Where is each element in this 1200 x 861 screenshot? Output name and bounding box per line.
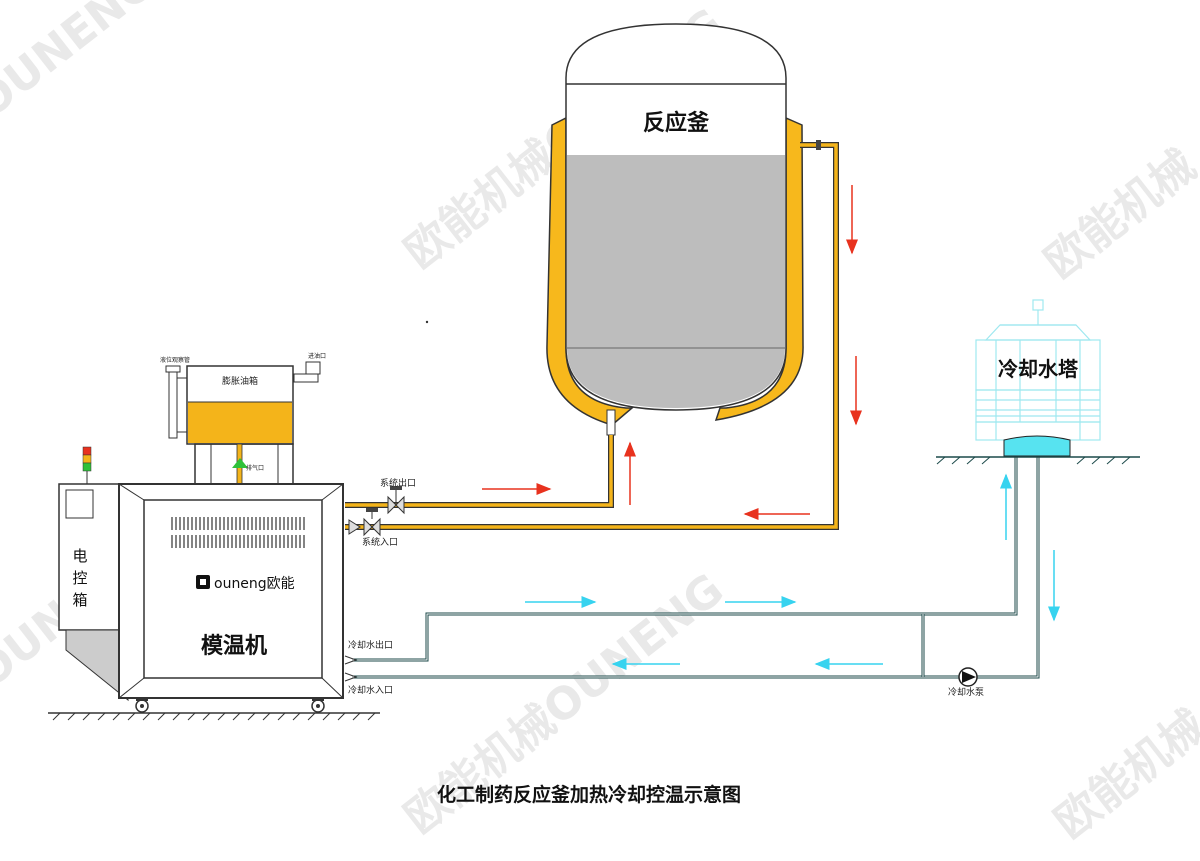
cooling-pump xyxy=(958,667,978,687)
reactor: 反应釜 xyxy=(546,23,804,436)
control-box-label-1: 电 xyxy=(72,547,87,565)
control-box: 电 控 箱 xyxy=(58,446,129,702)
cooling-water-inlet-label: 冷却水入口 xyxy=(348,684,393,696)
diagram-title: 化工制药反应釜加热冷却控温示意图 xyxy=(437,783,741,806)
system-inlet-label: 系统入口 xyxy=(362,536,398,548)
tower-basin-water xyxy=(1003,435,1071,457)
expansion-tank-note: 液位观察管 xyxy=(160,356,190,364)
system-outlet-label: 系统出口 xyxy=(380,477,416,489)
cooling-tower-label: 冷却水塔 xyxy=(998,357,1079,381)
oil-supply-pipe xyxy=(345,435,614,508)
control-box-label-3: 箱 xyxy=(72,591,87,609)
oil-circuit: 系统出口 系统入口 xyxy=(345,140,862,548)
reactor-label: 反应釜 xyxy=(643,110,710,136)
vent-grille xyxy=(171,517,305,548)
system-outlet-valve xyxy=(387,486,405,515)
cooling-water-outlet-label: 冷却水出口 xyxy=(348,639,393,651)
brand-logo-icon xyxy=(196,575,210,589)
tcu-brand: ouneng欧能 xyxy=(214,576,295,592)
control-box-label-2: 控 xyxy=(72,569,87,587)
expansion-tank-note: 排气口 xyxy=(246,464,264,472)
watermark-text: 欧能机械 xyxy=(1045,700,1200,849)
ground xyxy=(48,712,380,721)
water-circuit: 冷却水泵 冷却水出口 冷却水入口 xyxy=(344,455,1060,698)
temperature-control-unit: ouneng欧能 模温机 xyxy=(118,483,344,713)
cooling-pump-label: 冷却水泵 xyxy=(948,686,984,698)
cooling-tower: 冷却水塔 xyxy=(936,299,1140,465)
reactor-liquid xyxy=(567,155,785,408)
expansion-tank: 膨胀油箱 液位观察管 进油口 排气口 xyxy=(160,352,326,485)
watermark-text: 欧能机械 xyxy=(1035,140,1200,289)
expansion-tank-label: 膨胀油箱 xyxy=(222,375,258,387)
system-inlet-valve xyxy=(348,508,381,537)
expansion-tank-note: 进油口 xyxy=(308,352,326,360)
cooling-water-inlet-pipe xyxy=(352,455,1040,679)
watermark-text: OUNENG xyxy=(0,0,165,129)
tcu-label: 模温机 xyxy=(201,634,267,659)
